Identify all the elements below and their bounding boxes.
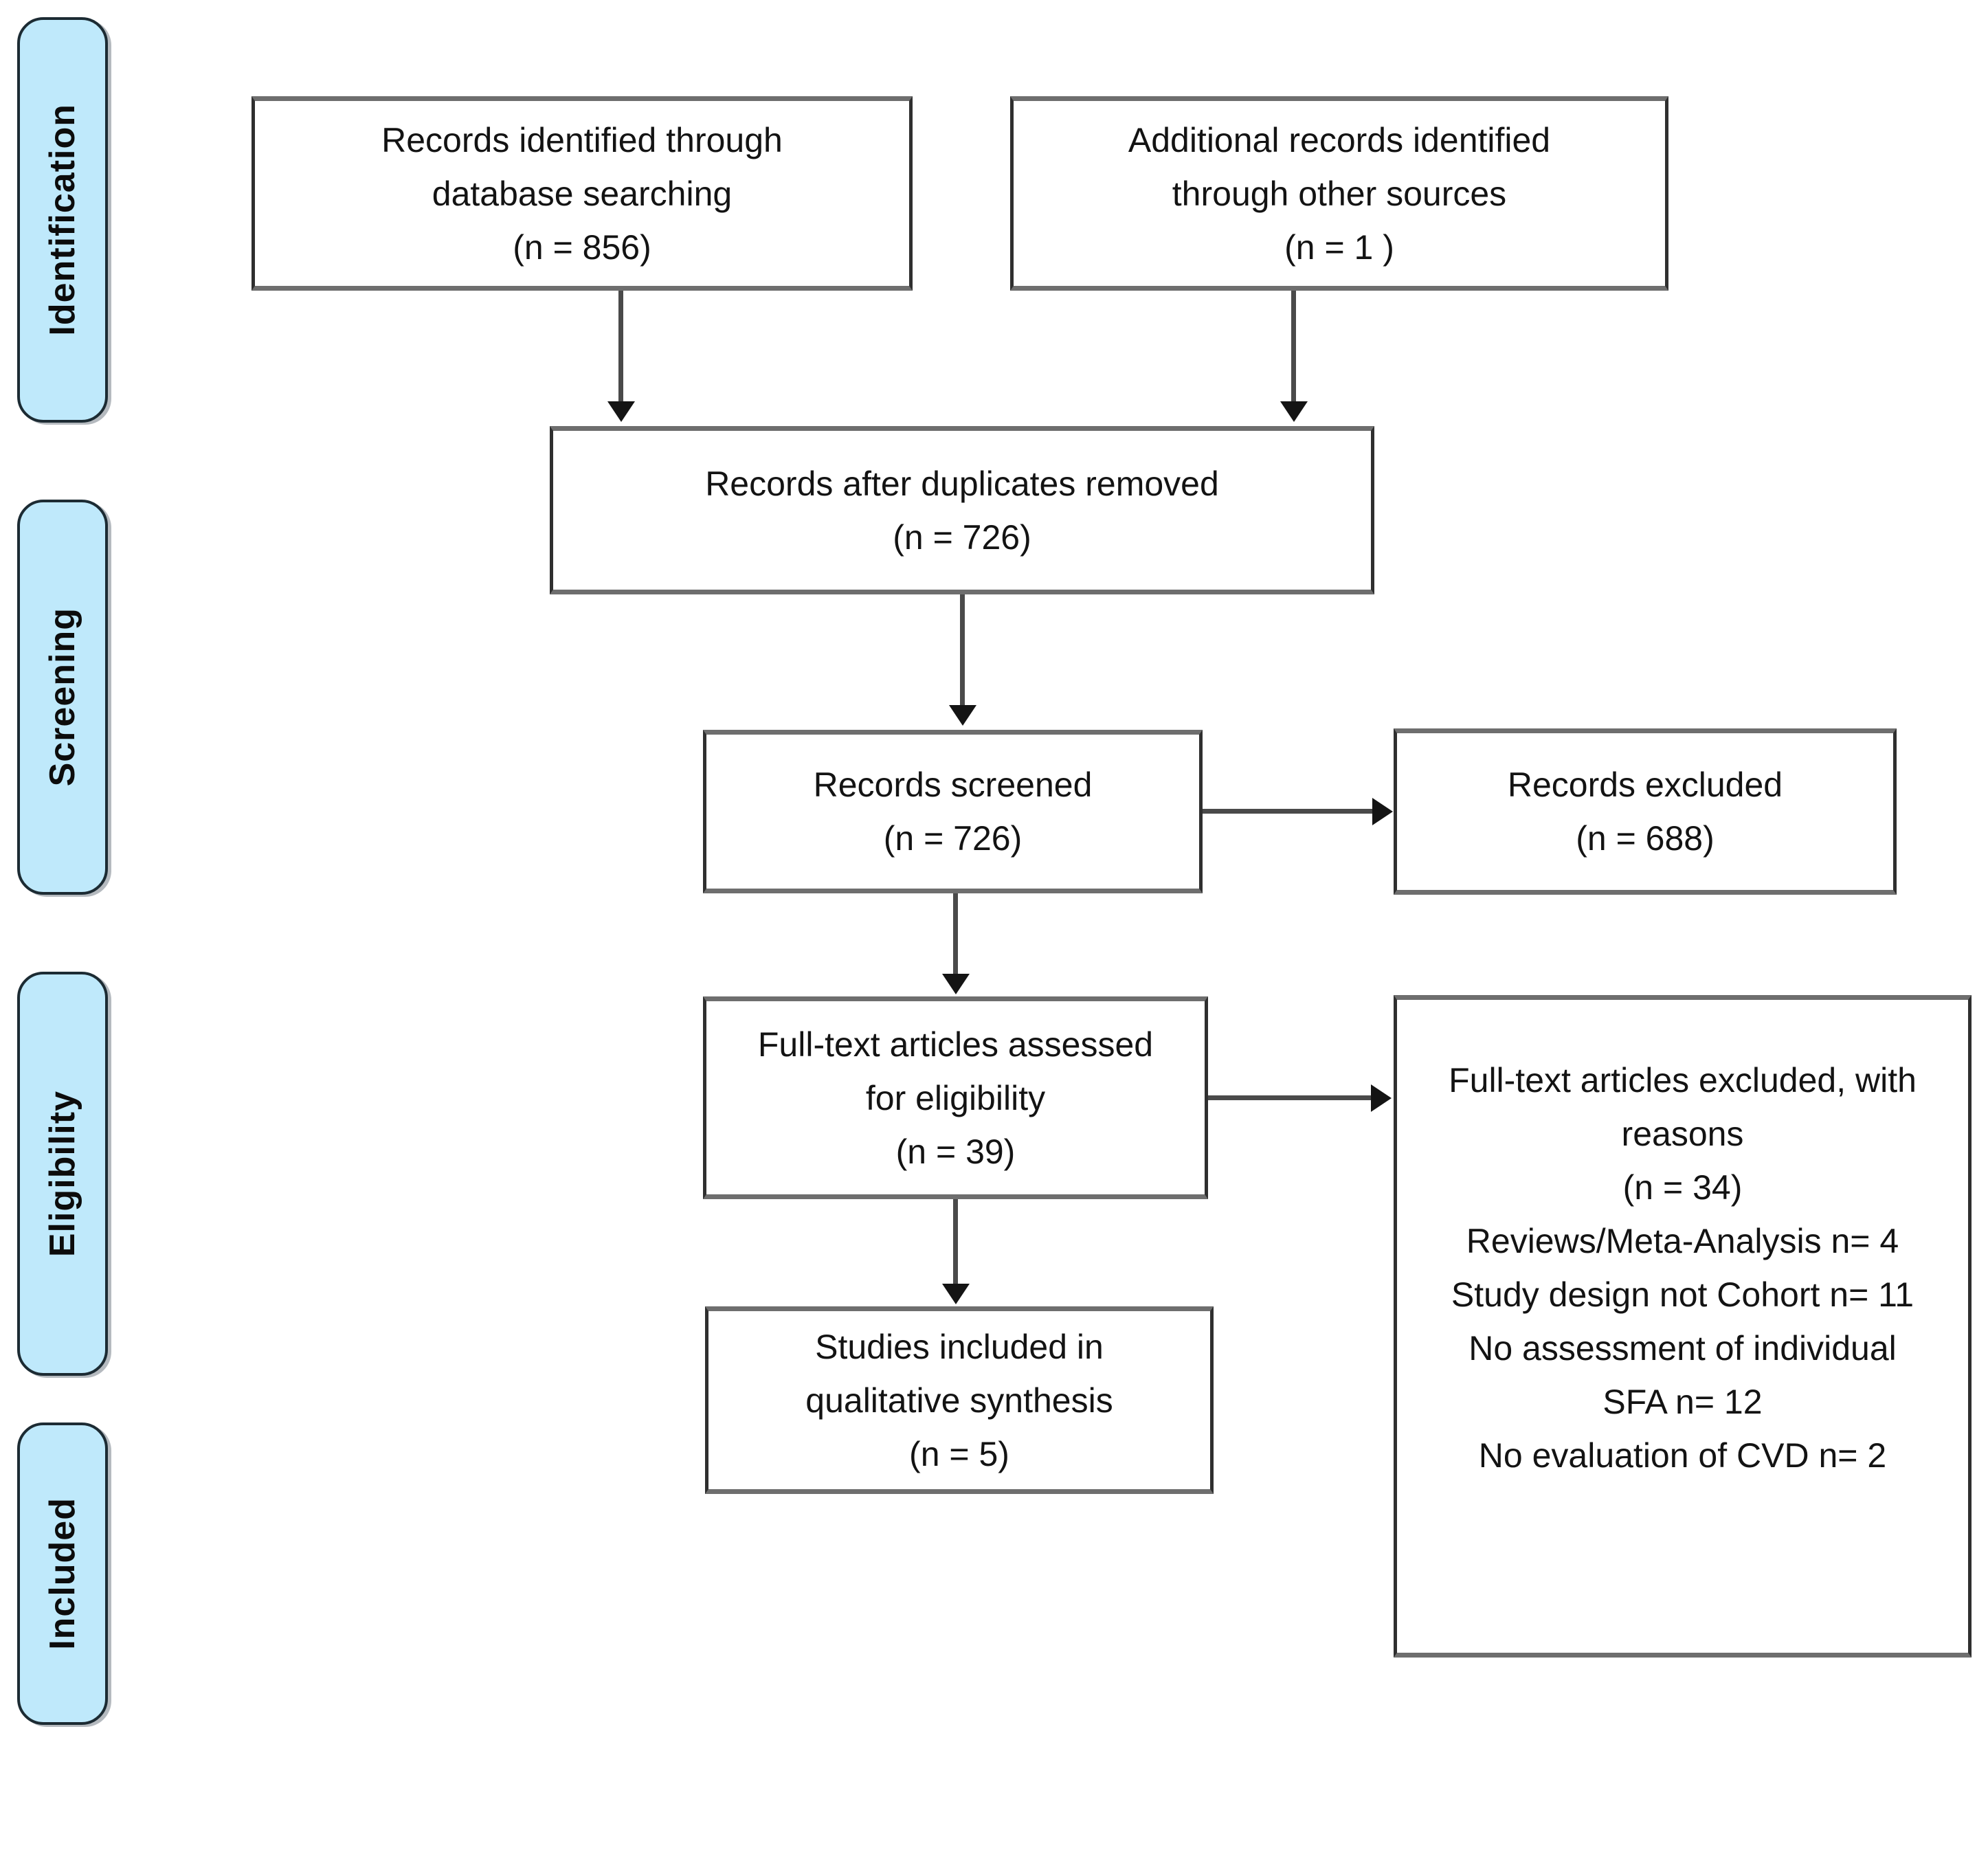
arrow-deduplicated-to-screened (960, 594, 965, 706)
arrow-fulltext-to-excluded (1208, 1095, 1372, 1100)
arrow-screened-to-fulltext (953, 893, 958, 974)
stage-label-identification: Identification (43, 104, 82, 336)
stage-label-eligibility: Eligibility (43, 1090, 82, 1258)
node-records-identified: Records identified through database sear… (252, 96, 913, 291)
stage-label-included: Included (43, 1497, 82, 1650)
node-duplicates-removed-text: Records after duplicates removed (n = 72… (705, 464, 1219, 557)
node-records-excluded-text: Records excluded (n = 688) (1507, 766, 1783, 858)
node-additional-records: Additional records identified through ot… (1010, 96, 1668, 291)
stage-label-screening: Screening (43, 607, 82, 787)
node-records-screened: Records screened (n = 726) (703, 730, 1203, 893)
stage-pill-screening: Screening (17, 500, 108, 895)
node-records-excluded: Records excluded (n = 688) (1394, 728, 1897, 895)
node-fulltext-assessed: Full-text articles assessed for eligibil… (703, 996, 1208, 1199)
node-fulltext-excluded: Full-text articles excluded, with reason… (1394, 995, 1972, 1658)
node-records-screened-text: Records screened (n = 726) (813, 766, 1093, 858)
arrow-additional-to-deduplicated (1291, 291, 1296, 402)
arrow-fulltext-to-included (953, 1199, 958, 1284)
stage-pill-eligibility: Eligibility (17, 972, 108, 1376)
stage-pill-included: Included (17, 1423, 108, 1725)
node-additional-records-text: Additional records identified through ot… (1128, 120, 1551, 267)
node-fulltext-excluded-text: Full-text articles excluded, with reason… (1449, 1061, 1917, 1475)
node-duplicates-removed: Records after duplicates removed (n = 72… (550, 426, 1374, 594)
node-fulltext-assessed-text: Full-text articles assessed for eligibil… (757, 1025, 1154, 1171)
arrow-identified-to-deduplicated (618, 291, 623, 402)
arrow-screened-to-excluded (1203, 809, 1373, 814)
node-qualitative-synthesis: Studies included in qualitative synthesi… (705, 1306, 1214, 1494)
stage-pill-identification: Identification (17, 17, 108, 423)
node-qualitative-synthesis-text: Studies included in qualitative synthesi… (805, 1327, 1113, 1473)
node-records-identified-text: Records identified through database sear… (381, 120, 783, 267)
